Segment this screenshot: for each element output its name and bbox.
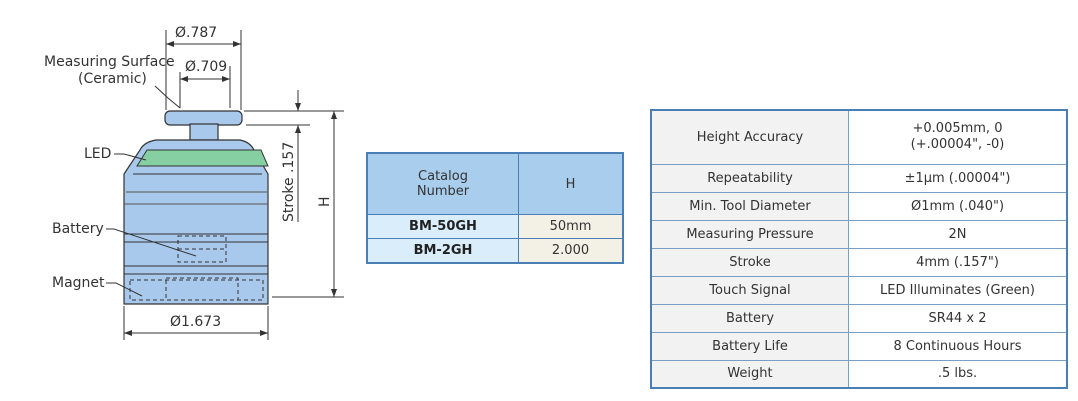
- table-row: Min. Tool Diameter Ø1mm (.040"): [650, 191, 1068, 221]
- label-led: LED: [84, 146, 111, 162]
- label-magnet: Magnet: [52, 275, 105, 291]
- catalog-header-row: Catalog Number H: [366, 152, 624, 215]
- arrow: [260, 330, 268, 336]
- spec-key: Repeatability: [650, 163, 849, 193]
- arrow: [295, 125, 301, 133]
- tool-setter-drawing: Ø.787 Ø.709 Measuring Surface (Ceramic) …: [44, 25, 344, 340]
- arrow: [180, 76, 188, 82]
- catalog-header-line1: Catalog: [418, 169, 468, 184]
- spec-key: Touch Signal: [650, 275, 849, 305]
- spec-value: Ø1mm (.040"): [848, 191, 1068, 221]
- leader-measuring-surface: [154, 85, 181, 109]
- spec-key: Measuring Pressure: [650, 219, 849, 249]
- table-row: Battery SR44 x 2: [650, 303, 1068, 333]
- catalog-header-line2: Number: [416, 184, 470, 199]
- arrow: [331, 111, 337, 119]
- table-row: Measuring Pressure 2N: [650, 219, 1068, 249]
- catalog-model: BM-50GH: [366, 214, 519, 239]
- spec-table: Height Accuracy +0.005mm, 0 (+.00004", -…: [650, 109, 1068, 389]
- leader-led: [114, 153, 147, 161]
- spec-key: Height Accuracy: [650, 109, 849, 165]
- spec-value: LED Illuminates (Green): [848, 275, 1068, 305]
- leader-magnet: [106, 282, 143, 297]
- table-row: Repeatability ±1µm (.00004"): [650, 163, 1068, 193]
- arrow: [166, 41, 174, 47]
- table-row: Battery Life 8 Continuous Hours: [650, 331, 1068, 361]
- label-battery: Battery: [52, 221, 104, 237]
- spec-value: +0.005mm, 0 (+.00004", -0): [848, 109, 1068, 165]
- spec-key: Battery: [650, 303, 849, 333]
- spec-value: ±1µm (.00004"): [848, 163, 1068, 193]
- label-measuring-surface: Measuring Surface: [44, 54, 175, 70]
- table-row: Stroke 4mm (.157"): [650, 247, 1068, 277]
- led-band: [136, 149, 269, 167]
- spec-value: 4mm (.157"): [848, 247, 1068, 277]
- dim-top-width: Ø.787: [175, 25, 217, 41]
- table-row: Weight .5 lbs.: [650, 359, 1068, 389]
- table-row: BM-50GH 50mm: [366, 214, 624, 239]
- spec-value-line2: (+.00004", -0): [910, 137, 1005, 153]
- spec-value: 2N: [848, 219, 1068, 249]
- catalog-header-number: Catalog Number: [366, 152, 519, 215]
- stylus-stem: [189, 123, 219, 141]
- arrow: [124, 330, 132, 336]
- spec-key: Weight: [650, 359, 849, 389]
- table-row: BM-2GH 2.000: [366, 238, 624, 264]
- spec-key: Stroke: [650, 247, 849, 277]
- table-row: Height Accuracy +0.005mm, 0 (+.00004", -…: [650, 109, 1068, 165]
- arrow: [295, 103, 301, 111]
- measuring-surface-cap: [164, 110, 243, 126]
- arrow: [233, 41, 241, 47]
- label-ceramic: (Ceramic): [78, 71, 147, 87]
- dim-surface-width: Ø.709: [185, 59, 227, 75]
- spec-value: SR44 x 2: [848, 303, 1068, 333]
- catalog-header-h: H: [518, 152, 624, 215]
- leader-battery: [106, 228, 197, 257]
- arrow: [331, 289, 337, 297]
- catalog-h-value: 2.000: [518, 238, 624, 264]
- magnet-inner: [165, 277, 239, 301]
- dim-height: H: [317, 196, 333, 207]
- catalog-model: BM-2GH: [366, 238, 519, 264]
- probe-body: [123, 139, 269, 305]
- spec-value-line1: +0.005mm, 0: [912, 121, 1003, 137]
- spec-value: .5 lbs.: [848, 359, 1068, 389]
- spec-value: 8 Continuous Hours: [848, 331, 1068, 361]
- spec-key: Battery Life: [650, 331, 849, 361]
- catalog-h-value: 50mm: [518, 214, 624, 239]
- dim-base-width: Ø1.673: [170, 314, 221, 330]
- dim-stroke: Stroke .157: [281, 142, 297, 222]
- table-row: Touch Signal LED Illuminates (Green): [650, 275, 1068, 305]
- arrow: [222, 76, 230, 82]
- spec-key: Min. Tool Diameter: [650, 191, 849, 221]
- catalog-table: Catalog Number H BM-50GH 50mm BM-2GH 2.0…: [366, 152, 624, 264]
